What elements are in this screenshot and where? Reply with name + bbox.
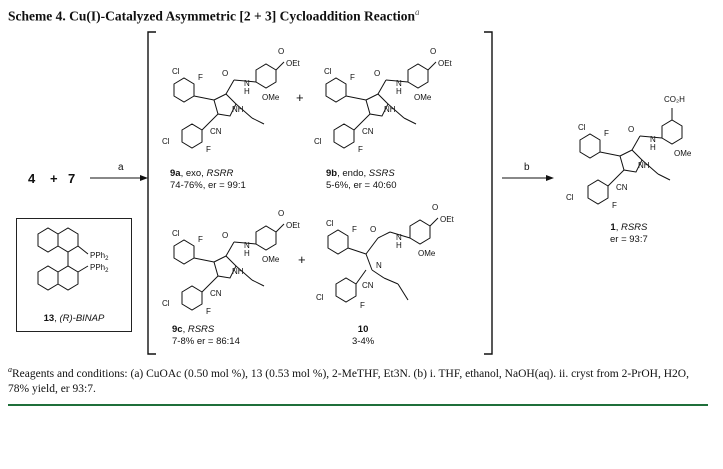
- svg-text:Cl: Cl: [578, 123, 586, 132]
- svg-text:N: N: [244, 79, 250, 88]
- svg-text:OMe: OMe: [414, 93, 432, 102]
- svg-text:H: H: [244, 249, 250, 258]
- svg-text:N: N: [244, 241, 250, 250]
- svg-text:H: H: [650, 143, 656, 152]
- svg-text:F: F: [206, 145, 211, 154]
- svg-text:Cl: Cl: [314, 137, 322, 146]
- svg-text:OEt: OEt: [440, 215, 455, 224]
- svg-text:F: F: [360, 301, 365, 310]
- svg-text:CN: CN: [362, 127, 374, 136]
- svg-text:O: O: [278, 47, 284, 56]
- reactant-plus: +: [50, 171, 58, 186]
- svg-text:CN: CN: [210, 289, 222, 298]
- label-9c: 9c, RSRS 7-8% er = 86:14: [172, 324, 240, 347]
- label-1: 1, RSRS er = 93:7: [610, 222, 648, 245]
- svg-text:OEt: OEt: [286, 59, 301, 68]
- product-bracket: [147, 31, 493, 355]
- svg-text:F: F: [206, 307, 211, 316]
- svg-text:Cl: Cl: [316, 293, 324, 302]
- svg-text:F: F: [358, 145, 363, 154]
- svg-text:N: N: [376, 261, 382, 270]
- scheme-title-note: a: [415, 7, 420, 17]
- svg-text:F: F: [350, 73, 355, 82]
- step-b-label: b: [524, 162, 530, 173]
- arrow-b: [502, 175, 554, 181]
- binap-structure: PPh2 PPh2: [37, 227, 109, 291]
- svg-text:H: H: [396, 241, 402, 250]
- footnote-rule: [8, 404, 708, 406]
- structure-1: CO₂H Cl F O N H OMe NH CN Cl F: [566, 95, 692, 210]
- structure-9b: Cl F O N H OMe OEt O NH CN Cl F: [314, 47, 453, 154]
- svg-text:CN: CN: [616, 183, 628, 192]
- svg-text:O: O: [278, 209, 284, 218]
- svg-text:NH: NH: [232, 105, 244, 114]
- svg-text:OEt: OEt: [438, 59, 453, 68]
- svg-text:OMe: OMe: [418, 249, 436, 258]
- svg-text:OMe: OMe: [674, 149, 692, 158]
- svg-text:O: O: [222, 69, 228, 78]
- svg-text:H: H: [244, 87, 250, 96]
- svg-text:Cl: Cl: [162, 137, 170, 146]
- svg-text:Cl: Cl: [326, 219, 334, 228]
- svg-text:CO₂H: CO₂H: [664, 95, 685, 104]
- svg-text:O: O: [628, 125, 634, 134]
- svg-text:Cl: Cl: [162, 299, 170, 308]
- label-10: 10 3-4%: [352, 324, 375, 347]
- scheme-title: Scheme 4. Cu(I)-Catalyzed Asymmetric [2 …: [8, 7, 420, 25]
- svg-text:Cl: Cl: [172, 67, 180, 76]
- svg-text:H: H: [396, 87, 402, 96]
- svg-text:F: F: [612, 201, 617, 210]
- plus-bottom: +: [298, 252, 306, 267]
- svg-text:OMe: OMe: [262, 93, 280, 102]
- structure-9c: Cl F O N H OMe OEt O NH CN Cl F: [162, 209, 301, 316]
- svg-text:Cl: Cl: [566, 193, 574, 202]
- catalyst-box: [16, 218, 132, 332]
- svg-text:CN: CN: [210, 127, 222, 136]
- scheme-title-text: Scheme 4. Cu(I)-Catalyzed Asymmetric [2 …: [8, 8, 416, 24]
- arrow-a: [90, 175, 148, 181]
- scheme-footnote: aReagents and conditions: (a) CuOAc (0.5…: [8, 365, 689, 395]
- svg-text:NH: NH: [232, 267, 244, 276]
- svg-text:N: N: [396, 233, 402, 242]
- svg-text:CN: CN: [362, 281, 374, 290]
- svg-text:NH: NH: [638, 161, 650, 170]
- svg-text:F: F: [352, 225, 357, 234]
- binap-pph2-top: PPh2: [90, 251, 109, 262]
- reactant-7: 7: [68, 171, 76, 186]
- svg-text:F: F: [198, 235, 203, 244]
- svg-text:N: N: [396, 79, 402, 88]
- svg-text:N: N: [650, 135, 656, 144]
- svg-text:O: O: [370, 225, 376, 234]
- reactant-4: 4: [28, 171, 36, 186]
- structure-10: Cl F O N H OMe OEt O N CN Cl F: [316, 203, 455, 310]
- catalyst-label: 13, (R)-BINAP: [43, 313, 105, 324]
- svg-text:O: O: [432, 203, 438, 212]
- svg-text:OMe: OMe: [262, 255, 280, 264]
- svg-text:O: O: [430, 47, 436, 56]
- svg-text:Cl: Cl: [172, 229, 180, 238]
- svg-text:Cl: Cl: [324, 67, 332, 76]
- structure-9a: Cl F O N H OMe OEt O NH CN Cl F: [162, 47, 301, 154]
- svg-text:F: F: [604, 129, 609, 138]
- label-9b: 9b, endo, SSRS 5-6%, er = 40:60: [326, 168, 397, 191]
- svg-text:OEt: OEt: [286, 221, 301, 230]
- svg-text:F: F: [198, 73, 203, 82]
- binap-pph2-bottom: PPh2: [90, 263, 109, 274]
- svg-text:NH: NH: [384, 105, 396, 114]
- step-a-label: a: [118, 162, 124, 173]
- plus-top: +: [296, 90, 304, 105]
- scheme-footnote-text: Reagents and conditions: (a) CuOAc (0.50…: [8, 367, 689, 395]
- label-9a: 9a, exo, RSRR 74-76%, er = 99:1: [170, 168, 246, 191]
- svg-text:O: O: [374, 69, 380, 78]
- svg-text:O: O: [222, 231, 228, 240]
